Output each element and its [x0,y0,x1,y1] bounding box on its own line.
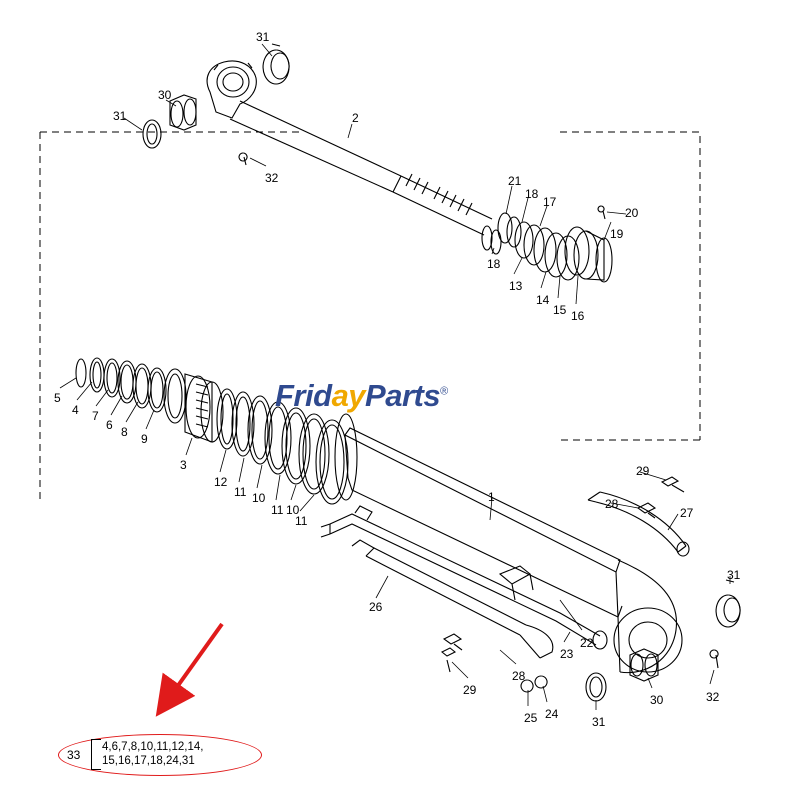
part-callout-18: 18 [525,187,539,201]
lower-seal-stack [75,357,349,505]
part-callout-14: 14 [536,293,550,307]
legend-kit-contents: 4,6,7,8,10,11,12,14, 15,16,17,18,24,31 [102,740,203,768]
part-callout-1: 1 [488,490,495,504]
legend-highlight-ellipse [58,734,262,776]
part-callout-31: 31 [113,109,127,123]
part-callout-22: 22 [580,636,594,650]
part-callout-29: 29 [463,683,477,697]
part-callout-26: 26 [369,600,383,614]
watermark-registered-mark: ® [440,385,448,398]
part-callout-32: 32 [706,690,720,704]
part-callout-30: 30 [650,693,664,707]
legend-line-1: 4,6,7,8,10,11,12,14, [102,741,204,753]
legend-line-2: 15,16,17,18,24,31 [102,755,195,767]
legend-kit-box: 33 4,6,7,8,10,11,12,14, 15,16,17,18,24,3… [58,734,262,776]
part-callout-20: 20 [625,206,639,220]
part-callout-9: 9 [141,432,148,446]
legend-kit-number: 33 [67,748,81,762]
fittings-and-fasteners [440,476,741,702]
part-callout-24: 24 [545,707,559,721]
part-callout-4: 4 [72,403,79,417]
part-callout-11: 11 [295,514,308,528]
part-callout-32: 32 [265,171,279,185]
part-callout-15: 15 [553,303,567,317]
part-callout-10: 10 [286,503,300,517]
piston-seal-stack-upper [481,205,613,283]
part-callout-31: 31 [727,568,741,582]
part-callout-30: 30 [158,88,172,102]
part-callout-28: 28 [605,497,619,511]
part-callout-10: 10 [252,491,266,505]
part-callout-5: 5 [54,391,61,405]
cylinder-barrel [334,413,683,674]
part-callout-23: 23 [560,647,574,661]
part-callout-25: 25 [524,711,538,725]
part-callout-19: 19 [610,227,624,241]
part-callout-11: 11 [234,485,247,499]
hydraulic-tubes [320,491,690,659]
part-callout-12: 12 [214,475,228,489]
part-callout-2: 2 [352,111,359,125]
watermark-part1: Frid [275,378,332,413]
dashed-boundary [39,131,701,500]
part-callout-27: 27 [680,506,694,520]
part-callout-17: 17 [543,195,557,209]
leader-lines [59,43,731,710]
part-callout-31: 31 [256,30,270,44]
watermark-part3: Parts [365,378,441,413]
part-callout-18: 18 [487,257,501,271]
part-callout-3: 3 [180,458,187,472]
legend-bracket [91,739,101,770]
part-callout-13: 13 [509,279,523,293]
legend-pointer-arrow [155,622,224,717]
part-callout-8: 8 [121,425,128,439]
part-callout-28: 28 [512,669,526,683]
fridayparts-watermark: FridayParts® [275,378,448,414]
part-callout-6: 6 [106,418,113,432]
part-callout-21: 21 [508,174,522,188]
upper-rod-assembly [206,60,493,236]
part-callout-7: 7 [92,409,99,423]
part-callout-29: 29 [636,464,650,478]
part-callout-16: 16 [571,309,585,323]
watermark-part2: ay [331,378,366,413]
part-callout-11: 11 [271,503,284,517]
part-callout-31: 31 [592,715,606,729]
upper-seal-rings [142,43,290,149]
